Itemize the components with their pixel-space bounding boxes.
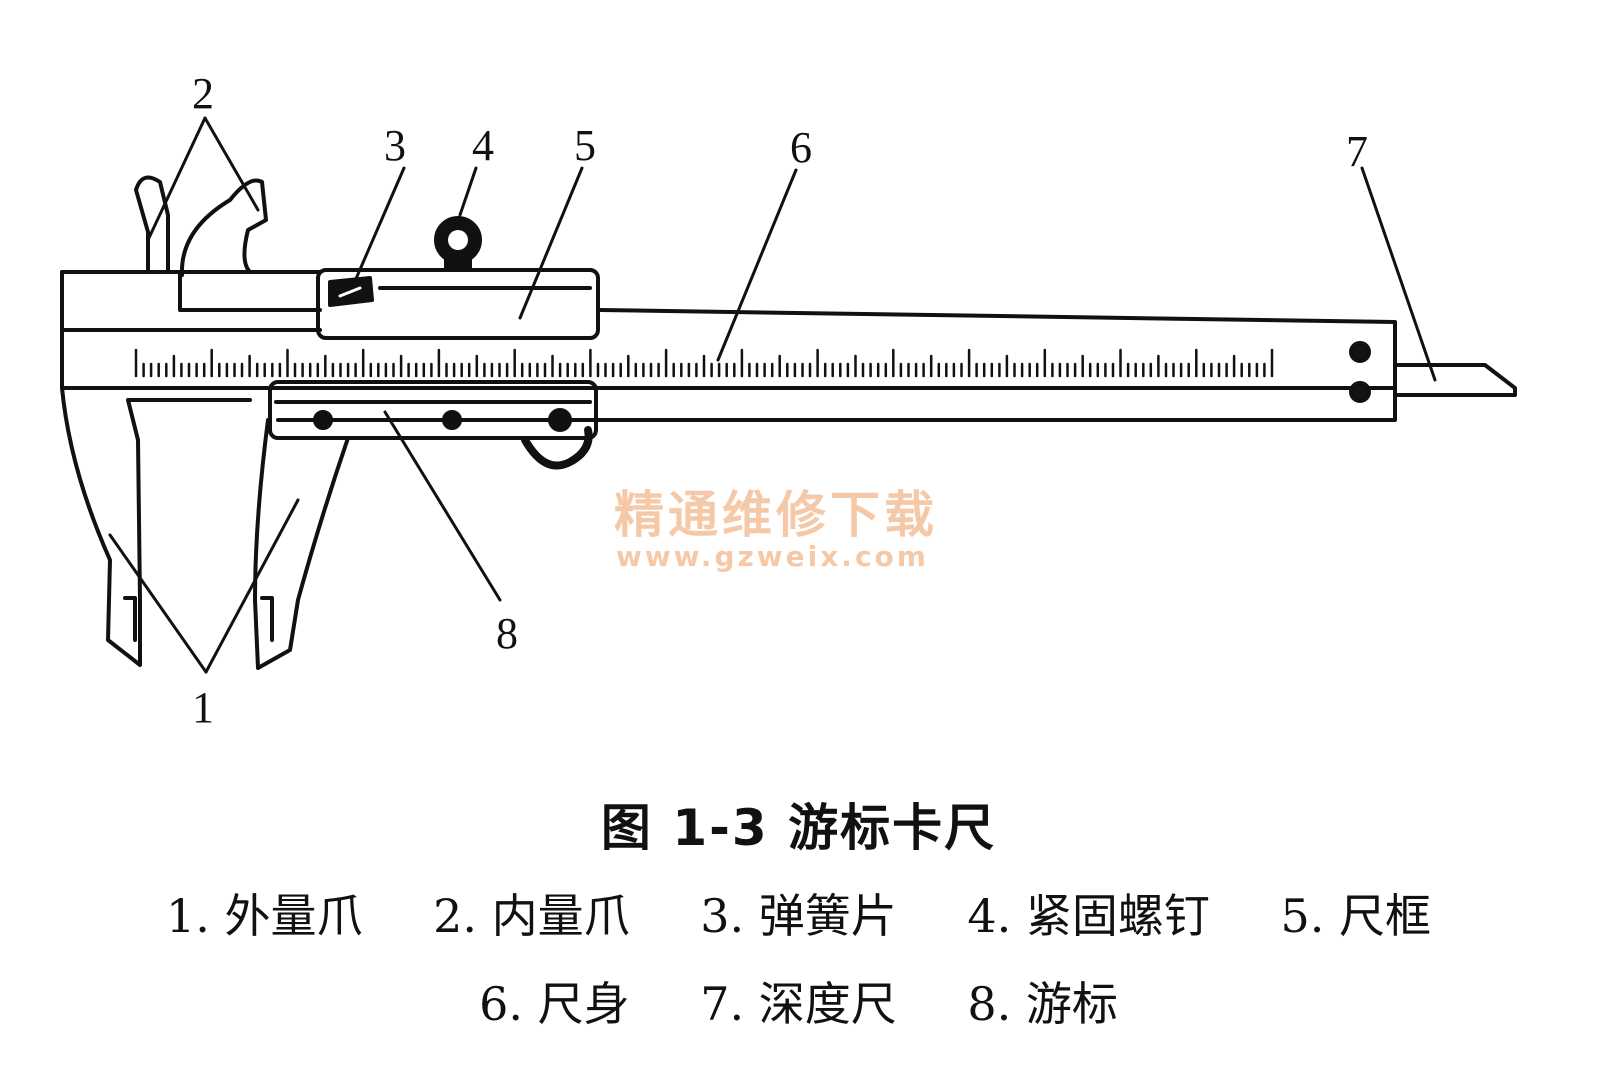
legend-item-outside-jaw: 1. 外量爪 [165,889,363,943]
leader-lines [108,116,1437,674]
label-7: 7 [1346,127,1368,176]
legend-row-2: 6. 尺身 7. 深度尺 8. 游标 [0,968,1597,1034]
legend-item-main-beam: 6. 尺身 [479,977,630,1031]
watermark-url-text: www.gzweix.com [616,540,929,573]
label-2: 2 [192,69,214,118]
outside-jaws [60,386,350,670]
label-3: 3 [384,121,406,170]
label-6: 6 [790,123,812,172]
legend-item-vernier: 8. 游标 [967,977,1118,1031]
main-beam [60,270,1397,422]
locking-screw [434,216,482,272]
label-5: 5 [574,121,596,170]
depth-rod [1349,341,1517,403]
part-number-labels: 2 3 4 5 6 7 8 1 [192,69,1368,732]
slider-frame [316,268,600,340]
inside-jaws [134,175,322,312]
legend-item-spring-leaf: 3. 弹簧片 [700,889,897,943]
legend-item-depth-rod: 7. 深度尺 [700,977,897,1031]
label-1: 1 [192,683,214,732]
legend-item-slider-frame: 5. 尺框 [1280,889,1432,943]
figure-caption: 图 1-3 游标卡尺 [600,799,997,857]
main-scale-ticks [134,348,1274,378]
label-4: 4 [472,121,494,170]
label-8: 8 [496,609,518,658]
watermark-cn-text: 精通维修下载 [614,486,938,544]
watermark: 精通维修下载 www.gzweix.com [614,486,938,573]
legend-item-inside-jaw: 2. 内量爪 [433,889,630,943]
legend-item-locking-screw: 4. 紧固螺钉 [967,889,1210,943]
vernier-scale [268,380,598,470]
legend-row-1: 1. 外量爪 2. 内量爪 3. 弹簧片 4. 紧固螺钉 5. 尺框 [0,880,1597,946]
vernier-caliper-diagram: 精通维修下载 www.gzweix.com 2 3 4 5 6 7 8 1 [60,69,1517,732]
